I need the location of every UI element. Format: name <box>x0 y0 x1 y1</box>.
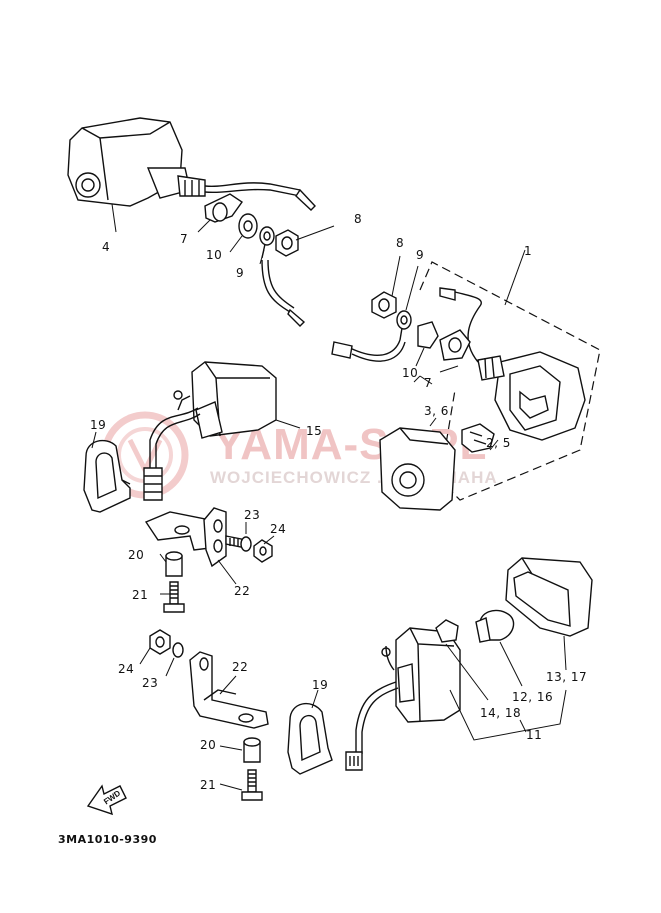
callout-15: 15 <box>306 424 323 438</box>
callout-24b: 24 <box>118 662 135 676</box>
callout-8a: 8 <box>354 212 363 226</box>
callout-8b: 8 <box>396 236 405 250</box>
collar-20a <box>165 551 183 577</box>
callout-4: 4 <box>102 240 111 254</box>
flasher-assembly-15 <box>143 361 277 501</box>
socket-14-18 <box>435 619 459 643</box>
bracket-cover-19a <box>83 439 131 513</box>
nut-24b <box>149 629 171 655</box>
callout-9b: 9 <box>416 248 425 262</box>
callout-9a: 9 <box>236 266 245 280</box>
grommet-10b <box>417 321 439 349</box>
bulb-12-16 <box>475 609 515 643</box>
nut-24a <box>253 539 273 563</box>
flasher-assembly-4 <box>67 117 316 211</box>
nut-8b <box>371 291 397 319</box>
bracket-22a <box>144 507 227 568</box>
lens-3-6 <box>379 427 456 511</box>
callout-19a: 19 <box>90 418 107 432</box>
washer-23b <box>172 642 184 658</box>
callout-12-16: 12, 16 <box>512 690 554 704</box>
callout-19b: 19 <box>312 678 329 692</box>
callout-24a: 24 <box>270 522 287 536</box>
washer-9a <box>259 226 275 259</box>
callout-14-18: 14, 18 <box>480 706 522 720</box>
lens-13-17 <box>505 557 593 637</box>
washer-23a <box>240 536 252 552</box>
callout-7a: 7 <box>180 232 189 246</box>
collar-20b <box>243 737 261 763</box>
callout-10b: 10 <box>402 366 419 380</box>
callout-20b: 20 <box>200 738 217 752</box>
callout-1: 1 <box>524 244 533 258</box>
callout-22b: 22 <box>232 660 249 674</box>
grommet-7b <box>439 329 471 361</box>
bracket-cover-19b <box>287 702 333 775</box>
callout-22a: 22 <box>234 584 251 598</box>
bracket-22b <box>189 651 269 729</box>
callout-21b: 21 <box>200 778 217 792</box>
callout-20a: 20 <box>128 548 145 562</box>
flasher-assembly-1 <box>439 287 586 441</box>
bolt-21a <box>163 581 185 613</box>
grommet-7a <box>204 193 243 223</box>
nut-8a <box>275 229 299 257</box>
callout-13-17: 13, 17 <box>546 670 588 684</box>
callout-7b: 7 <box>424 376 433 390</box>
callout-10a: 10 <box>206 248 223 262</box>
washer-10a <box>238 213 258 239</box>
washer-9b <box>396 310 412 341</box>
flasher-assembly-11 <box>345 627 461 771</box>
callout-3-6: 3, 6 <box>424 404 449 418</box>
callout-23b: 23 <box>142 676 159 690</box>
callout-2-5: 2, 5 <box>486 436 511 450</box>
catalog-code: 3MA1010-9390 <box>58 833 157 846</box>
bolt-21b <box>241 769 263 801</box>
callout-23a: 23 <box>244 508 261 522</box>
fwd-arrow-icon <box>86 784 127 816</box>
callout-21a: 21 <box>132 588 149 602</box>
bulb-2-5 <box>461 423 495 453</box>
callout-11: 11 <box>526 728 543 742</box>
